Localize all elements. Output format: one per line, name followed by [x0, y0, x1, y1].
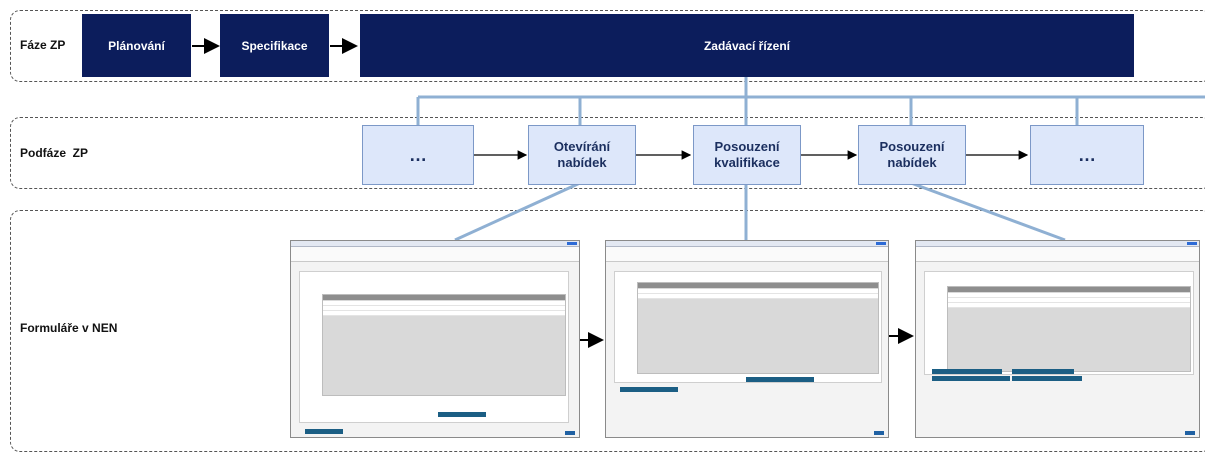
toolbar	[916, 247, 1199, 262]
subphase-bid-opening-label: Otevírání nabídek	[553, 139, 611, 170]
window-titlebar	[291, 241, 579, 247]
phase-planning-label: Plánování	[108, 38, 165, 53]
subphase-previous: …	[362, 125, 474, 185]
form-screenshot-bid-opening	[290, 240, 580, 438]
window-controls-icon	[1187, 242, 1197, 245]
form-action-button	[438, 412, 486, 417]
ok-button	[1185, 431, 1195, 435]
table-row	[323, 311, 565, 316]
offers-table	[322, 294, 566, 396]
subphase-bid-opening: Otevírání nabídek	[528, 125, 636, 185]
subphase-next: …	[1030, 125, 1144, 185]
form-secondary-button	[620, 387, 678, 392]
table-header	[948, 287, 1190, 292]
ok-button	[565, 431, 575, 435]
evaluation-table	[947, 286, 1191, 372]
toolbar	[291, 247, 579, 262]
subphase-row-label: Podfáze ZP	[20, 146, 89, 160]
subphase-bid-evaluation-label: Posouzení nabídek	[879, 139, 945, 170]
phase-tender-procedure: Zadávací řízení	[360, 14, 1134, 77]
table-row	[638, 289, 878, 294]
window-controls-icon	[567, 242, 577, 245]
phase-section	[10, 10, 1205, 82]
phase-specification-label: Specifikace	[241, 38, 308, 53]
table-row	[638, 294, 878, 299]
form-secondary-button	[305, 429, 343, 434]
table-row	[323, 306, 565, 311]
form-panel	[299, 271, 569, 423]
phase-planning: Plánování	[82, 14, 191, 77]
table-row	[948, 293, 1190, 298]
form-action-button	[932, 369, 1002, 374]
subphase-bid-evaluation: Posouzení nabídek	[858, 125, 966, 185]
phase-row-label: Fáze ZP	[20, 38, 66, 52]
subphase-qualification: Posouzení kvalifikace	[693, 125, 801, 185]
form-action-button	[1012, 376, 1082, 381]
toolbar	[606, 247, 888, 262]
form-screenshot-qualification	[605, 240, 889, 438]
subphase-previous-label: …	[409, 145, 427, 165]
window-titlebar	[916, 241, 1199, 247]
table-row	[948, 298, 1190, 303]
subphase-qualification-label: Posouzení kvalifikace	[714, 139, 780, 170]
form-panel	[924, 271, 1194, 375]
forms-row-label: Formuláře v NEN	[20, 321, 118, 335]
subphase-section	[10, 117, 1205, 189]
form-action-button	[932, 376, 1010, 381]
form-action-button	[746, 377, 814, 382]
form-panel	[614, 271, 882, 383]
subphase-next-label: …	[1078, 145, 1096, 165]
table-header	[638, 283, 878, 288]
qualification-table	[637, 282, 879, 374]
phase-tender-procedure-label: Zadávací řízení	[703, 38, 791, 53]
ok-button	[874, 431, 884, 435]
phase-specification: Specifikace	[220, 14, 329, 77]
table-header	[323, 295, 565, 300]
window-titlebar	[606, 241, 888, 247]
form-screenshot-bid-evaluation	[915, 240, 1200, 438]
table-row	[323, 301, 565, 306]
table-row	[948, 303, 1190, 308]
form-action-button	[1012, 369, 1074, 374]
window-controls-icon	[876, 242, 886, 245]
